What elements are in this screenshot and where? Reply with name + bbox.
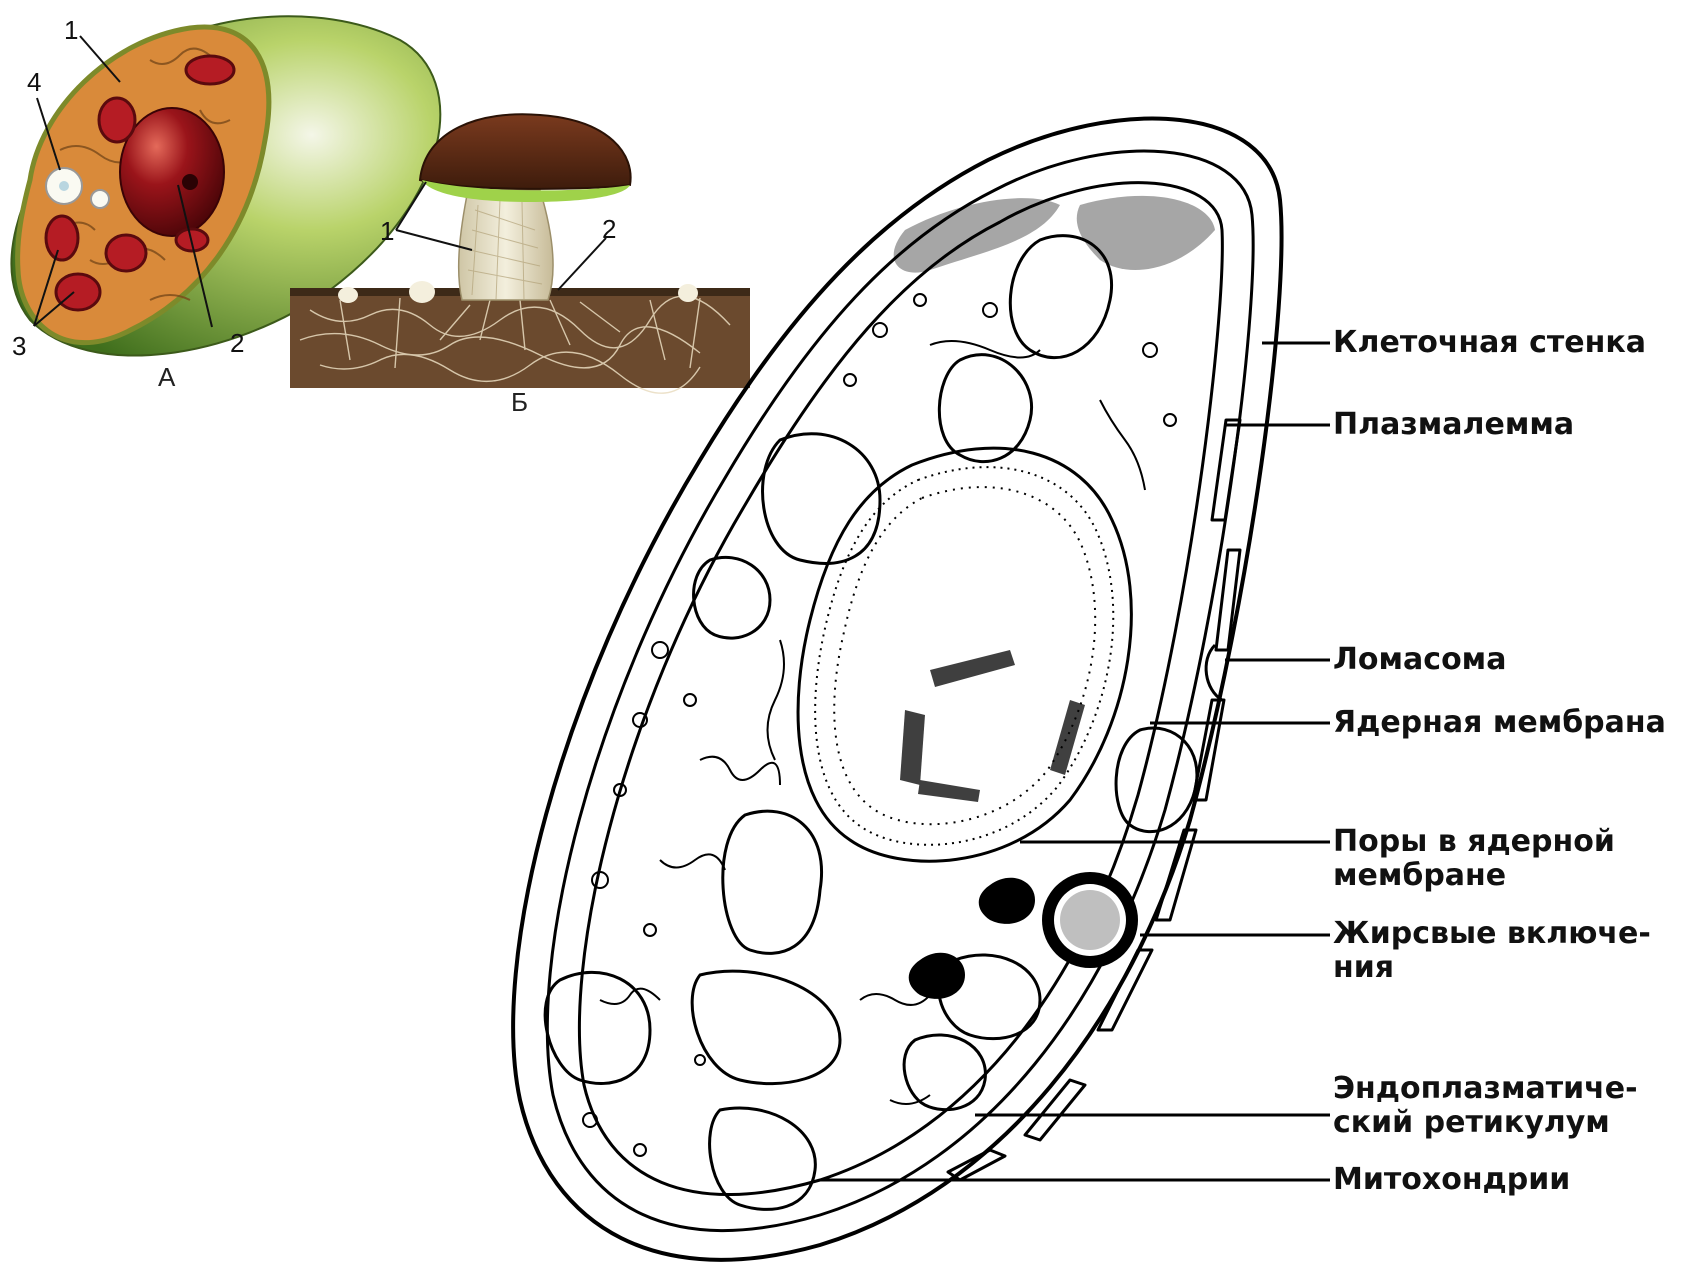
label-lipid-inclusions: Жирсвые включе- ния [1333, 917, 1651, 985]
label-plasmalemma: Плазмалемма [1333, 408, 1574, 442]
panel-a-number-2: 2 [230, 330, 244, 356]
label-endoplasmic-reticulum: Эндоплазматиче- ский ретикулум [1333, 1072, 1638, 1140]
panel-b-letter: Б [511, 387, 528, 418]
label-mitochondria-line-1: Митохондрии [1333, 1163, 1570, 1197]
label-cell-wall-line-1: Клеточная стенка [1333, 326, 1646, 360]
label-nuclear-pores: Поры в ядерной мембране [1333, 825, 1615, 893]
label-lomasome-line-1: Ломасома [1333, 643, 1506, 677]
panel-a-number-1: 1 [64, 17, 78, 43]
label-plasmalemma-line-1: Плазмалемма [1333, 408, 1574, 442]
label-nuclear-pores-line-2: мембране [1333, 859, 1615, 893]
panel-b-mushroom-illustration: 1 2 Б [290, 110, 750, 420]
label-nuclear-membrane-line-1: Ядерная мембрана [1333, 706, 1666, 740]
label-endoplasmic-reticulum-line-1: Эндоплазматиче- [1333, 1072, 1638, 1106]
label-lomasome: Ломасома [1333, 643, 1506, 677]
panel-a-number-3: 3 [12, 333, 26, 359]
label-cell-wall: Клеточная стенка [1333, 326, 1646, 360]
panel-a-letter: А [158, 362, 175, 393]
label-nuclear-pores-line-1: Поры в ядерной [1333, 825, 1615, 859]
label-mitochondria: Митохондрии [1333, 1163, 1570, 1197]
label-lipid-inclusions-line-2: ния [1333, 951, 1651, 985]
panel-a-number-4: 4 [27, 69, 41, 95]
label-endoplasmic-reticulum-line-2: ский ретикулум [1333, 1106, 1638, 1140]
label-nuclear-membrane: Ядерная мембрана [1333, 706, 1666, 740]
panel-b-number-2: 2 [602, 216, 616, 242]
panel-b-number-1: 1 [380, 218, 394, 244]
label-lipid-inclusions-line-1: Жирсвые включе- [1333, 917, 1651, 951]
